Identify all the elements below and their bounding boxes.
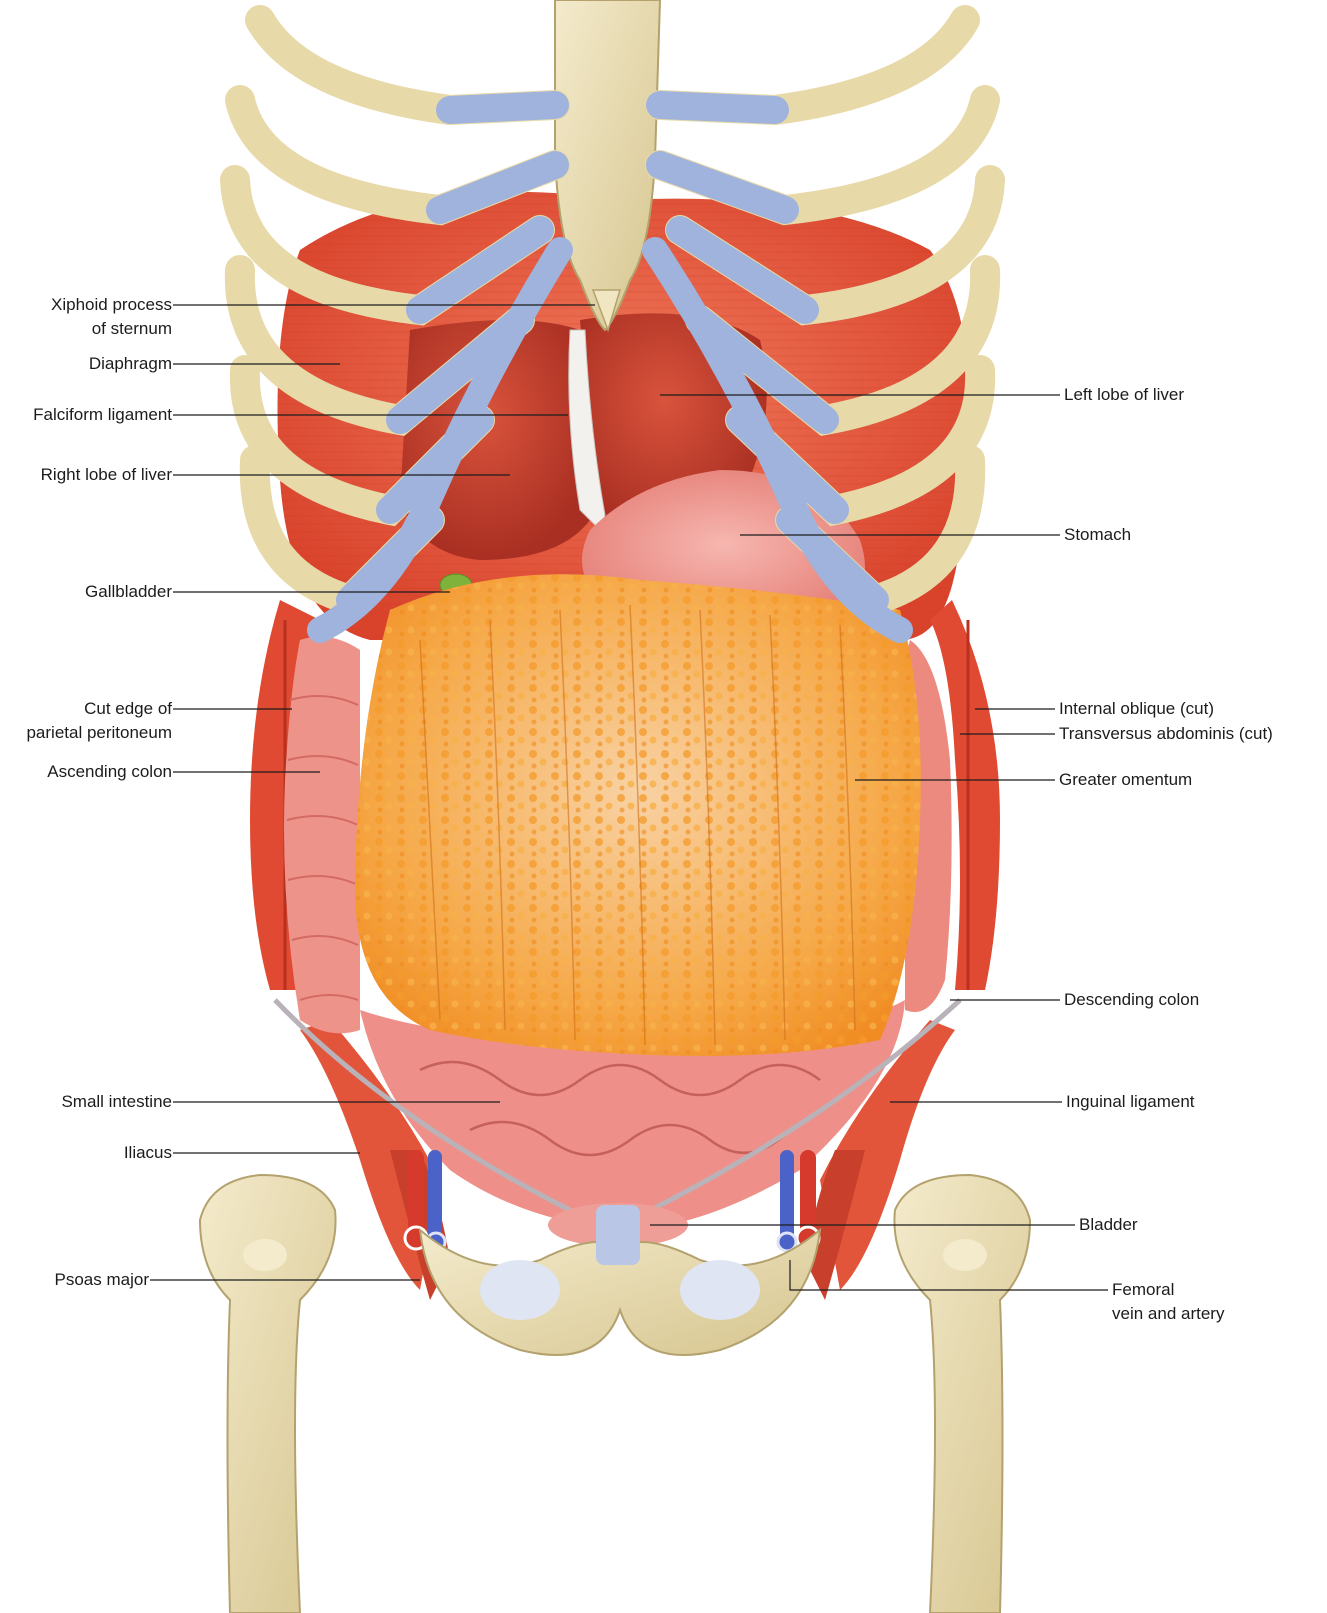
label-diaphragm: Diaphragm [89, 352, 172, 376]
label-small-intestine: Small intestine [61, 1090, 172, 1114]
label-cut-edge-parietal-peritoneum: Cut edge of parietal peritoneum [26, 697, 172, 745]
pelvis-bone [420, 1205, 820, 1355]
label-transversus-abdominis: Transversus abdominis (cut) [1059, 722, 1273, 746]
ascending-colon-shape [284, 637, 360, 1034]
label-ascending-colon: Ascending colon [47, 760, 172, 784]
label-psoas-major: Psoas major [55, 1268, 149, 1292]
label-iliacus: Iliacus [124, 1141, 172, 1165]
label-right-lobe-of-liver: Right lobe of liver [41, 463, 172, 487]
greater-omentum-shape [355, 574, 921, 1056]
label-bladder: Bladder [1079, 1213, 1138, 1237]
label-stomach: Stomach [1064, 523, 1131, 547]
label-descending-colon: Descending colon [1064, 988, 1199, 1012]
label-internal-oblique: Internal oblique (cut) [1059, 697, 1214, 721]
label-falciform-ligament: Falciform ligament [33, 403, 172, 427]
label-gallbladder: Gallbladder [85, 580, 172, 604]
label-left-lobe-of-liver: Left lobe of liver [1064, 383, 1184, 407]
label-inguinal-ligament: Inguinal ligament [1066, 1090, 1195, 1114]
label-greater-omentum: Greater omentum [1059, 768, 1192, 792]
label-xiphoid-process: Xiphoid process of sternum [51, 293, 172, 341]
label-femoral-vein-and-artery: Femoral vein and artery [1112, 1278, 1224, 1326]
